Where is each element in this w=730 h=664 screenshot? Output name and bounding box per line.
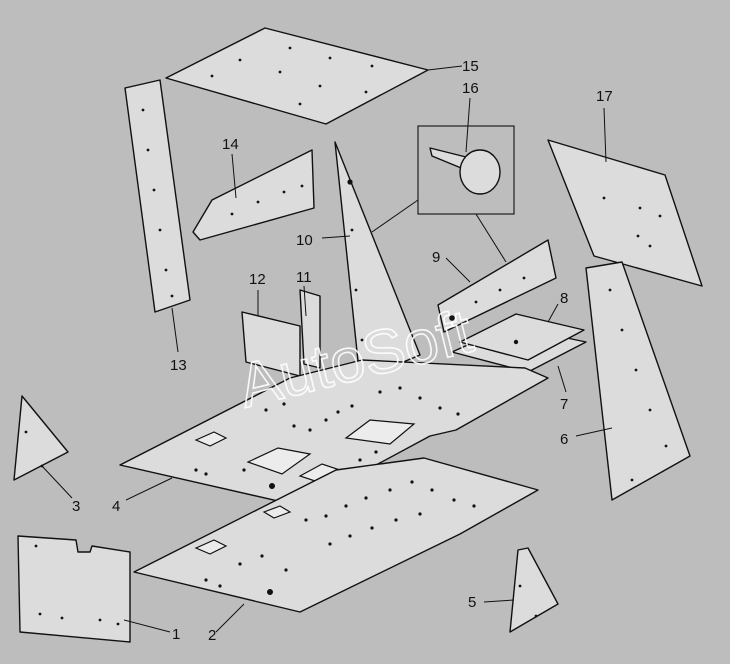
callout-7: 7 <box>560 396 568 413</box>
part-17-rear-panel <box>547 139 703 287</box>
callout-labels: 1 2 3 4 5 6 7 8 9 10 11 12 13 14 15 16 1… <box>72 58 613 644</box>
callout-17: 17 <box>596 88 613 105</box>
callout-15: 15 <box>462 58 479 75</box>
callout-6: 6 <box>560 431 568 448</box>
callout-5: 5 <box>468 594 476 611</box>
callout-10: 10 <box>296 232 313 249</box>
callout-3: 3 <box>72 498 80 515</box>
part-5-right-gusset <box>509 547 559 633</box>
callout-14: 14 <box>222 136 239 153</box>
part-15-roof-panel <box>165 27 429 125</box>
callout-4: 4 <box>112 498 120 515</box>
part-1-front-panel <box>17 535 131 643</box>
callout-1: 1 <box>172 626 180 643</box>
detail-16-fastener-inset <box>371 125 515 263</box>
part-11-small-strip <box>299 289 321 369</box>
part-3-left-gusset <box>13 395 69 481</box>
callout-2: 2 <box>208 627 216 644</box>
part-8-mat-upper <box>459 313 585 361</box>
part-13-left-upright-panel <box>124 79 191 313</box>
leader-lines <box>41 65 613 633</box>
part-4-upper-floor-plate <box>119 359 549 507</box>
part-14-trim-strip <box>192 149 315 241</box>
callout-8: 8 <box>560 290 568 307</box>
callout-11: 11 <box>296 269 312 286</box>
callout-16: 16 <box>462 80 479 97</box>
part-2-lower-floor-plate <box>133 457 539 613</box>
part-6-right-upright-panel <box>585 261 691 501</box>
callout-9: 9 <box>432 249 440 266</box>
callout-13: 13 <box>170 357 187 374</box>
part-9-floor-strip <box>437 239 557 333</box>
callout-12: 12 <box>249 271 266 288</box>
